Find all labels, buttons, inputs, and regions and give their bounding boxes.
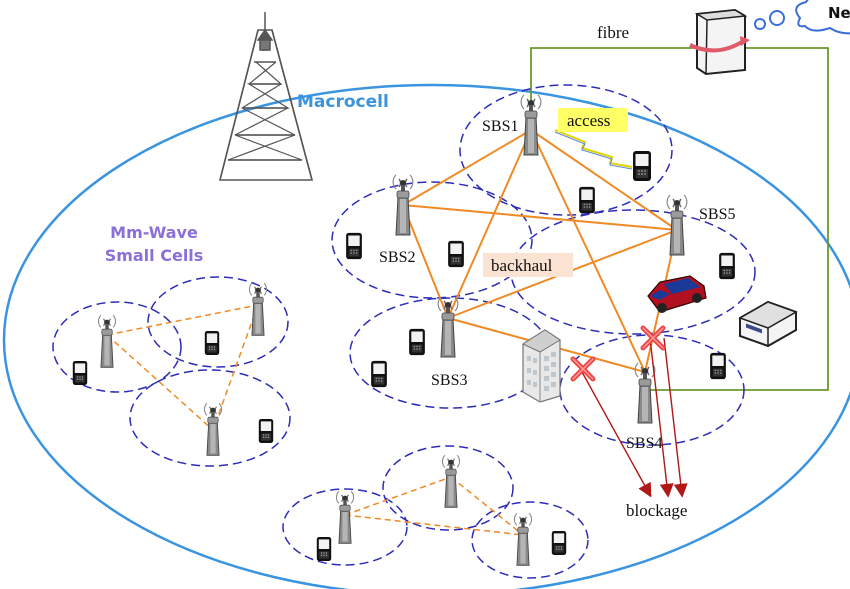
sbs3-tower-icon [437, 296, 459, 358]
router-icon [738, 300, 798, 348]
small-cell-tower-icon [513, 512, 533, 566]
mobile-phone-icon [719, 252, 735, 280]
macrocell-boundary [2, 83, 850, 589]
sbs4-tower-icon [634, 362, 656, 424]
access-link-shadow [554, 131, 633, 170]
fibre-link [530, 47, 829, 391]
car-icon [647, 275, 707, 313]
mmwave-label-line1: Mm-Wave [110, 223, 198, 242]
blocked-x-icon [643, 328, 663, 348]
small-cell-tower-icon [97, 314, 117, 368]
macrocell-label: Macrocell [297, 92, 389, 112]
mobile-phone-icon [448, 240, 464, 268]
macro-tower-icon [219, 12, 313, 181]
sbs5-label: SBS5 [699, 206, 735, 223]
backhaul-label: backhaul [491, 256, 553, 275]
blockage-label: blockage [626, 501, 687, 520]
mobile-phone-icon [710, 352, 726, 380]
small-cell-tower-icon [441, 454, 461, 508]
blocked-x-icon [573, 359, 593, 379]
sbs1-label: SBS1 [482, 118, 518, 135]
backhaul-label-bg [483, 253, 573, 277]
mobile-phone-icon [258, 419, 274, 443]
blockage-arrows [581, 337, 688, 498]
mobile-phone-icon [551, 531, 567, 555]
access-link [554, 129, 633, 168]
access-label: access [567, 111, 610, 130]
fibre-label: fibre [597, 23, 629, 42]
sbs2-label: SBS2 [379, 249, 415, 266]
network-label-partial: Ne [828, 4, 850, 22]
mobile-phone-icon [409, 328, 425, 356]
mobile-phone-icon [371, 360, 387, 388]
small-cell-tower-icon [248, 282, 268, 336]
small-cell-tower-icon [335, 490, 355, 544]
mobile-phone-icon [633, 151, 651, 181]
small-cell-tower-icon [203, 402, 223, 456]
cluster-links [106, 304, 524, 536]
access-label-bg [558, 108, 628, 132]
mobile-phone-icon [579, 186, 595, 214]
sbs4-label: SBS4 [626, 435, 662, 452]
mmwave-label-line2: Small Cells [105, 246, 204, 265]
mobile-phone-icon [72, 361, 88, 385]
sbs3-label: SBS3 [431, 372, 467, 389]
sbs1-tower-icon [520, 94, 542, 156]
router-icon [689, 8, 750, 76]
cloud-icon [754, 0, 850, 35]
mobile-phone-icon [346, 232, 362, 260]
building-icon [521, 329, 561, 403]
mobile-phone-icon [204, 331, 220, 355]
mobile-phone-icon [316, 537, 332, 561]
